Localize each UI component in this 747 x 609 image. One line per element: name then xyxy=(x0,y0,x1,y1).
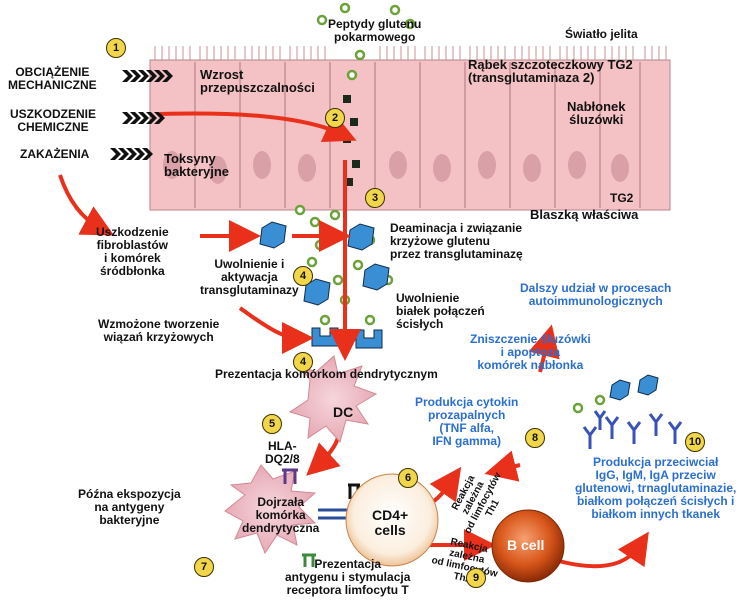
pathway-arrows xyxy=(58,111,649,569)
step-badge-7: 7 xyxy=(194,557,214,577)
b-cell xyxy=(491,509,565,583)
step-badge-6: 6 xyxy=(398,468,418,488)
cd4-cell xyxy=(345,473,439,567)
tg2-molecules xyxy=(259,221,659,401)
step-badge-4a: 4 xyxy=(293,266,313,286)
chevron-arrows xyxy=(110,70,173,160)
step-badge-1: 1 xyxy=(106,38,126,58)
step-badge-10: 10 xyxy=(685,432,705,452)
dendritic-cell-mature xyxy=(224,464,317,555)
epithelium-layer xyxy=(149,46,671,211)
hla-label: HLA-DQ2/8 xyxy=(265,439,300,466)
dc-presentation-label: Prezentacja komórkom dendrytycznym xyxy=(215,367,438,381)
tg2-label: TG2 xyxy=(610,191,634,205)
dc-label: DC xyxy=(333,404,354,420)
lumen-label: Światło jelita xyxy=(565,27,638,41)
step-badge-3: 3 xyxy=(365,188,385,208)
antibodies-y xyxy=(582,410,683,449)
receptors xyxy=(282,468,360,567)
step-badge-8: 8 xyxy=(525,428,545,448)
lamina-label: Blaszką właściwa xyxy=(530,207,639,222)
cd4-label: CD4+cells xyxy=(372,507,409,538)
step-badge-9: 9 xyxy=(466,568,486,588)
brush-border-label: Rąbek szczoteczkowy TG2(transglutaminaza… xyxy=(468,57,633,85)
dendritic-cell-top xyxy=(288,355,378,444)
bcell-label: B cell xyxy=(507,537,545,553)
step-badge-4b: 4 xyxy=(293,352,313,372)
infection-label: ZAKAŻENIA xyxy=(20,147,90,161)
step-badge-5: 5 xyxy=(262,414,282,434)
gluten-peptides xyxy=(294,2,606,414)
step-badge-2: 2 xyxy=(325,108,345,128)
